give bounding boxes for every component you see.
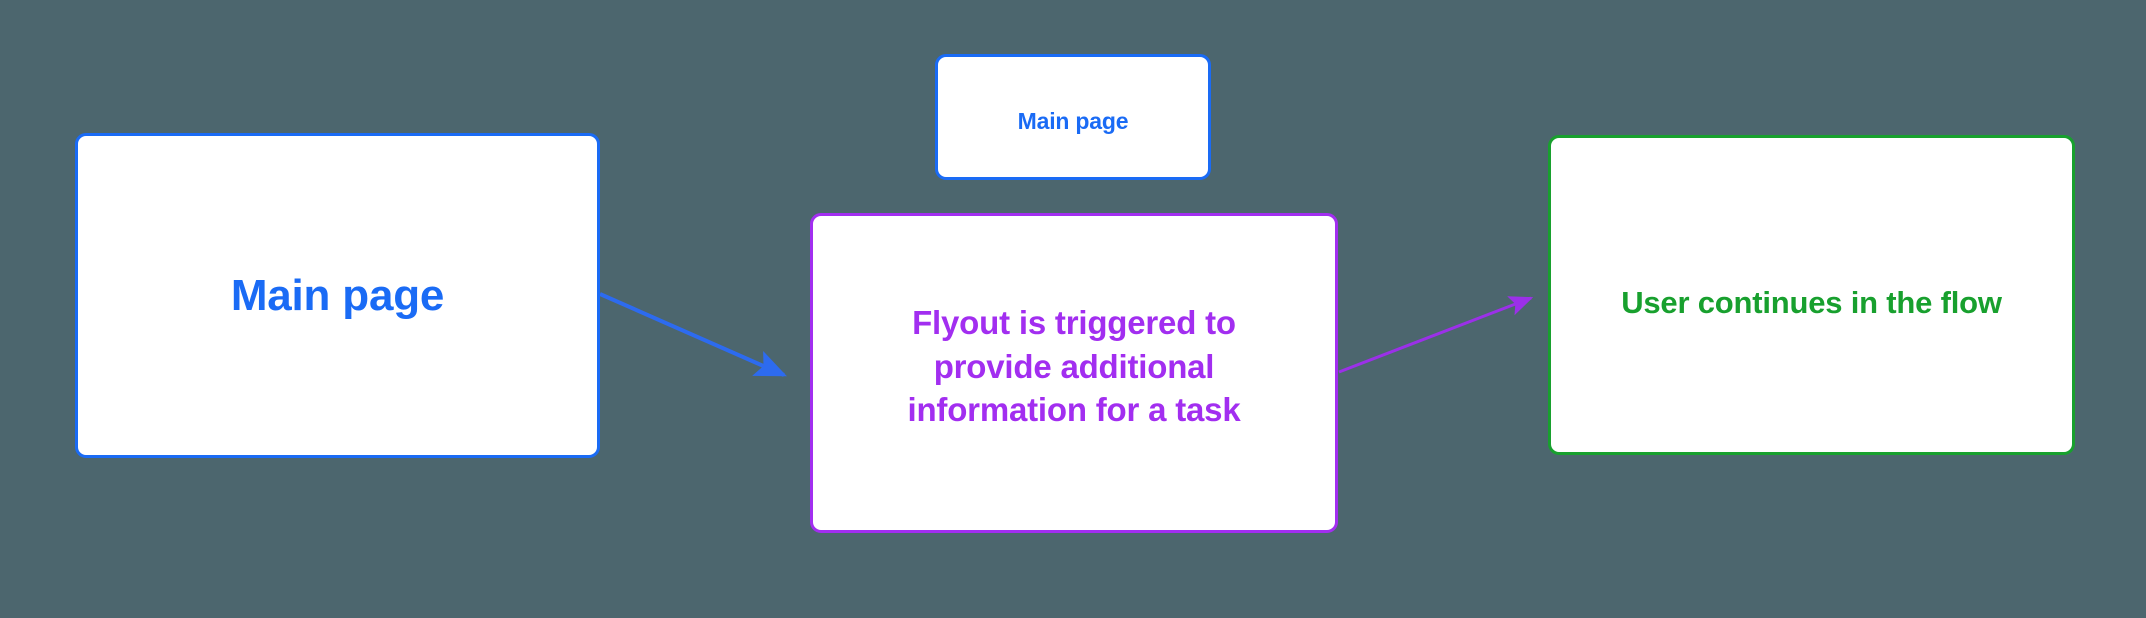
- node-flyout-label: Flyout is triggered to provide additiona…: [908, 301, 1241, 432]
- node-flyout-label-line-3: information for a task: [907, 391, 1241, 429]
- node-main-page[interactable]: Main page: [75, 133, 600, 458]
- node-outcome[interactable]: User continues in the flow: [1548, 135, 2075, 455]
- node-main-page-small-label: Main page: [1017, 108, 1129, 134]
- edge-flyout-to-outcome: [1338, 296, 1534, 374]
- node-outcome-label: User continues in the flow: [1621, 285, 2002, 320]
- node-main-page-label: Main page: [230, 270, 445, 320]
- edge-main-page-to-flyout: [599, 292, 787, 377]
- node-main-page-small[interactable]: Main page: [935, 54, 1211, 180]
- node-flyout-label-line-1: Flyout is triggered to: [912, 304, 1236, 341]
- node-flyout[interactable]: Flyout is triggered to provide additiona…: [810, 213, 1338, 533]
- node-flyout-label-line-2: provide additional: [933, 347, 1215, 385]
